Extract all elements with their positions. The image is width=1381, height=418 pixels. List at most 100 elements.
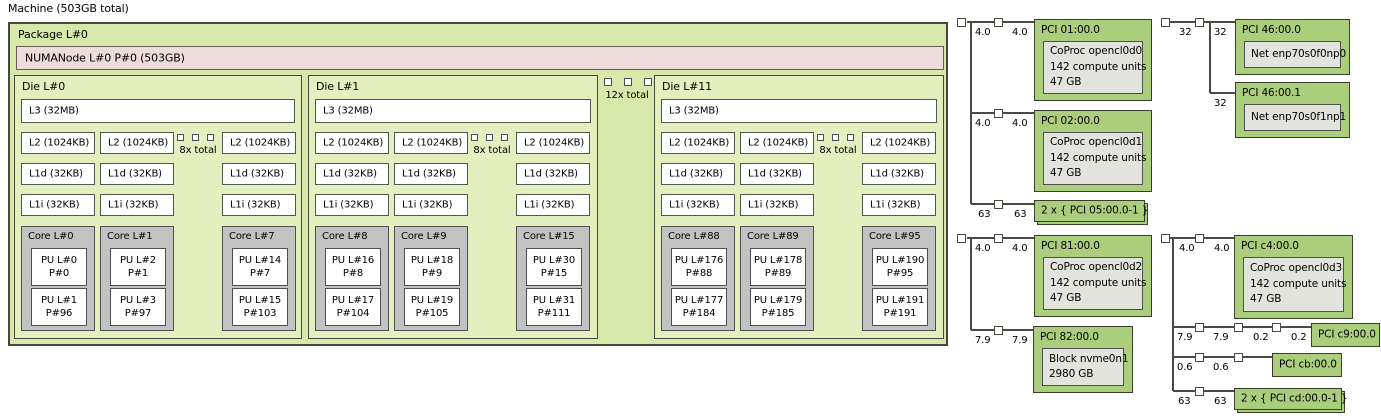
ellipsis-8x: 8x total: [813, 133, 863, 159]
pci-device-title: PCI 01:00.0: [1041, 24, 1100, 36]
pci-link-speed-label: 0.6: [1213, 362, 1229, 373]
pu-physical-label: P#184: [682, 308, 716, 319]
pci-device-title: 2 x { PCI cd:00.0-1 }: [1241, 392, 1348, 405]
package-label: Package L#0: [18, 28, 88, 41]
pci-device-box: 2 x { PCI cd:00.0-1 }: [1234, 388, 1348, 410]
pci-bridge-square: [1234, 353, 1243, 362]
l1i-cache-box: L1i (32KB): [394, 194, 468, 216]
ellipsis-square: [177, 134, 184, 141]
l1i-cache-box: L1i (32KB): [862, 194, 936, 216]
numanode-box: NUMANode L#0 P#0 (503GB): [16, 46, 944, 70]
pci-link-speed-label: 4.0: [1214, 243, 1230, 254]
l1i-cache-label: L1i (32KB): [230, 199, 281, 211]
l2-cache-label: L2 (1024KB): [230, 137, 291, 149]
os-device-line: 47 GB: [1050, 292, 1082, 305]
l3-cache-box: L3 (32MB): [661, 99, 937, 123]
l1i-cache-label: L1i (32KB): [748, 199, 799, 211]
l1d-cache-label: L1d (32KB): [29, 168, 83, 180]
pci-bridge-square: [1195, 387, 1204, 396]
die-label: Die L#0: [22, 80, 66, 93]
pci-link-line: [1210, 92, 1235, 94]
core-label: Core L#89: [747, 231, 799, 242]
l1i-cache-box: L1i (32KB): [222, 194, 296, 216]
pci-link-speed-label: 4.0: [1012, 243, 1028, 254]
os-device-line: 2980 GB: [1049, 368, 1094, 380]
pci-device-title: PCI 02:00.0: [1041, 115, 1100, 127]
os-device-line: 47 GB: [1050, 76, 1082, 89]
ellipsis-label: 8x total: [473, 145, 511, 156]
ellipsis-square: [486, 134, 493, 141]
pu-physical-label: P#7: [249, 268, 271, 279]
hostbridge-square: [957, 234, 966, 243]
pu-physical-label: P#15: [540, 268, 568, 279]
pci-link-speed-label: 7.9: [1213, 332, 1229, 343]
os-device-line: 142 compute units: [1050, 151, 1147, 164]
pu-logical-label: PU L#190: [875, 255, 925, 266]
os-device-line: Net enp70s0f1np1: [1251, 110, 1347, 123]
pci-device-title: PCI 46:00.0: [1242, 24, 1301, 36]
os-device-line: 47 GB: [1050, 167, 1082, 180]
l1d-cache-label: L1d (32KB): [669, 168, 723, 180]
pci-link-speed-label: 32: [1214, 98, 1227, 109]
pu-physical-label: P#103: [243, 308, 277, 319]
numanode-label: NUMANode L#0 P#0 (503GB): [25, 51, 185, 65]
pu-logical-label: PU L#191: [875, 295, 925, 306]
l2-cache-label: L2 (1024KB): [870, 137, 931, 149]
pci-device-box: 2 x { PCI 05:00.0-1 }: [1034, 200, 1149, 222]
pci-device-title: PCI cb:00.0: [1279, 358, 1337, 371]
pu-logical-label: PU L#15: [238, 295, 282, 306]
core-label: Core L#1: [107, 231, 153, 242]
l2-cache-label: L2 (1024KB): [748, 137, 809, 149]
l2-cache-label: L2 (1024KB): [402, 137, 463, 149]
ellipsis-square: [471, 134, 478, 141]
pci-bridge-square: [994, 109, 1003, 118]
l1i-cache-label: L1i (32KB): [669, 199, 720, 211]
pci-link-speed-label: 4.0: [975, 243, 991, 254]
pci-link-speed-label: 0.2: [1291, 332, 1307, 343]
core-label: Core L#9: [401, 231, 447, 242]
pci-device-title: 2 x { PCI 05:00.0-1 }: [1041, 204, 1149, 217]
os-device-box: Net enp70s0f0np0: [1244, 41, 1346, 68]
l2-cache-label: L2 (1024KB): [323, 137, 384, 149]
l2-cache-box: L2 (1024KB): [394, 132, 468, 154]
pu-logical-label: PU L#178: [753, 255, 803, 266]
l1d-cache-label: L1d (32KB): [524, 168, 578, 180]
pu-physical-label: P#191: [883, 308, 917, 319]
ellipsis-square: [604, 78, 612, 86]
pci-link-line: [1173, 356, 1272, 358]
pu-logical-label: PU L#0: [41, 255, 77, 266]
ellipsis-square: [192, 134, 199, 141]
ellipsis-label: 8x total: [819, 145, 857, 156]
pci-bridge-square: [994, 234, 1003, 243]
ellipsis-label: 12x total: [605, 90, 649, 101]
l1i-cache-label: L1i (32KB): [402, 199, 453, 211]
die-label: Die L#1: [316, 80, 360, 93]
os-device-line: 142 compute units: [1250, 277, 1347, 290]
pci-device-title: PCI c9:00.0: [1318, 328, 1376, 341]
l2-cache-label: L2 (1024KB): [108, 137, 169, 149]
core-label: Core L#7: [229, 231, 275, 242]
machine-label: Machine (503GB total): [8, 2, 129, 15]
pci-device-title: PCI 81:00.0: [1041, 240, 1100, 252]
pu-logical-label: PU L#19: [410, 295, 454, 306]
l3-cache-box: L3 (32MB): [315, 99, 591, 123]
core-label: Core L#15: [523, 231, 575, 242]
l2-cache-box: L2 (1024KB): [661, 132, 735, 154]
os-device-line: CoProc opencl0d2: [1050, 261, 1143, 274]
